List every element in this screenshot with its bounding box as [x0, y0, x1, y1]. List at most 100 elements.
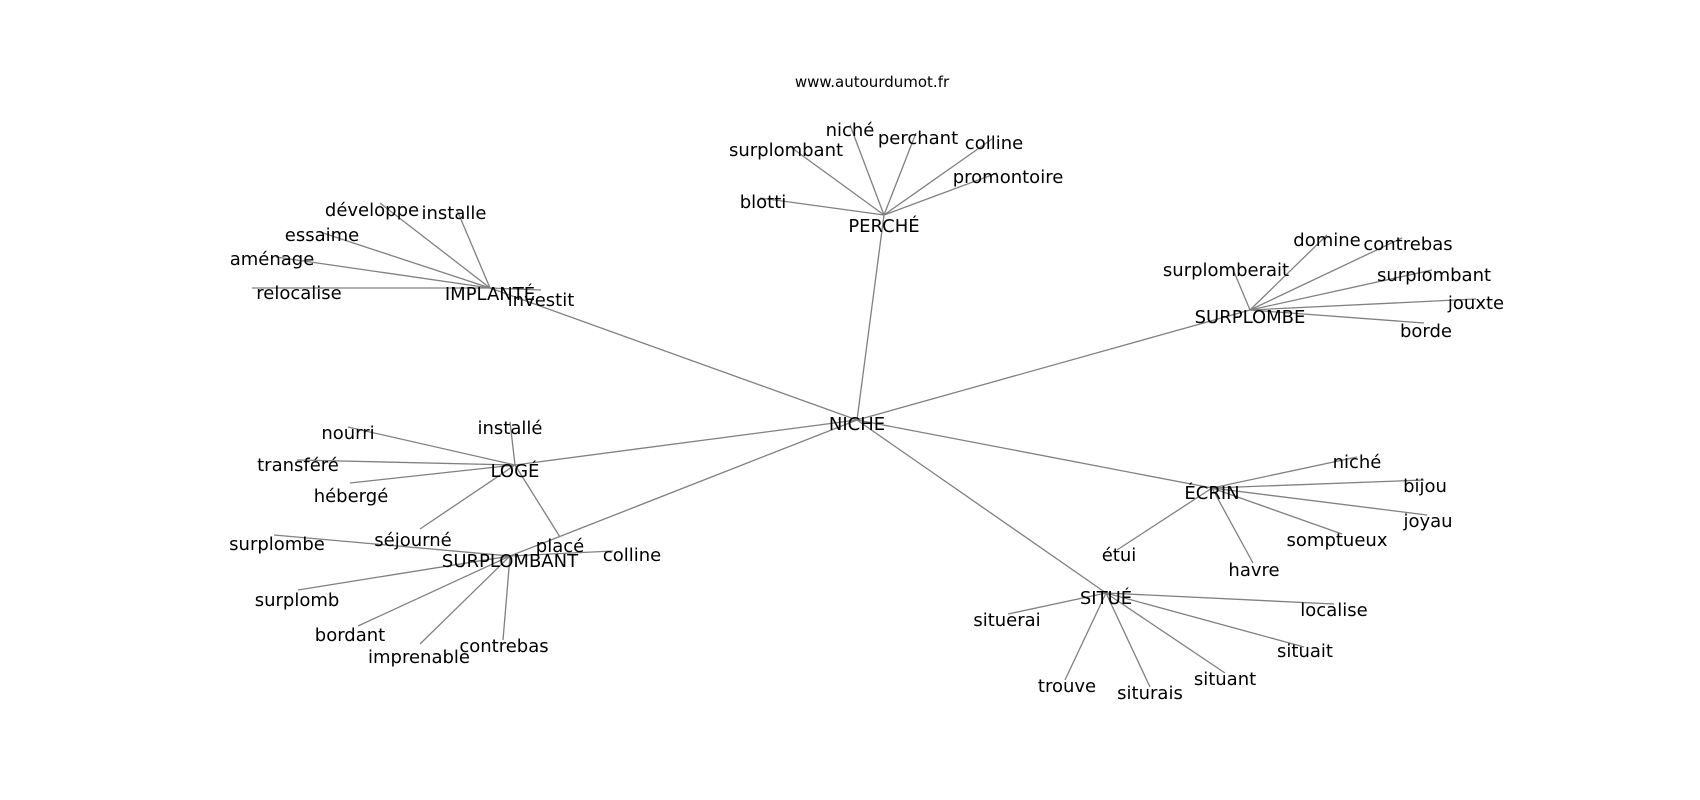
word-node-borde[interactable]: borde: [1400, 321, 1452, 342]
edge-situe-situait: [1105, 592, 1305, 648]
word-node-etui[interactable]: étui: [1102, 545, 1137, 566]
word-node-somptueux[interactable]: somptueux: [1287, 530, 1388, 551]
edge-root-situe: [856, 419, 1107, 594]
edge-perche-colline: [883, 138, 993, 216]
edge-loge-place: [514, 464, 561, 538]
edge-root-surplombe: [856, 309, 1251, 421]
edge-implante-developpe: [379, 202, 491, 289]
word-node-situant[interactable]: situant: [1194, 669, 1256, 690]
word-node-niche[interactable]: niché: [826, 120, 875, 141]
edge-implante-amenage: [275, 256, 491, 289]
edge-surplombe-domine: [1249, 234, 1328, 311]
word-node-siturais[interactable]: siturais: [1117, 683, 1183, 704]
edge-surplombant-contrebas: [502, 555, 511, 641]
word-node-colline[interactable]: colline: [603, 545, 661, 566]
edge-surplombe-jouxte: [1249, 298, 1477, 311]
edge-surplombant-bordant: [357, 555, 511, 627]
word-node-heberge[interactable]: hébergé: [314, 486, 389, 507]
hub-node-situe[interactable]: SITUÉ: [1080, 587, 1132, 609]
edge-surplombant-colline: [509, 550, 614, 557]
edge-ecrin-niche: [1211, 456, 1358, 489]
edge-perche-surplombant: [791, 147, 885, 216]
word-node-localise[interactable]: localise: [1300, 600, 1367, 621]
edge-root-loge: [514, 419, 858, 466]
word-node-niche[interactable]: niché: [1333, 452, 1382, 473]
edge-surplombant-imprenable: [419, 555, 511, 645]
edge-situe-trouve: [1064, 592, 1107, 681]
edge-surplombe-surplomberait: [1231, 266, 1251, 311]
edge-root-implante: [489, 287, 858, 421]
edge-situe-localise: [1105, 592, 1335, 605]
graph-edges: [252, 124, 1477, 688]
edge-surplombe-contrebas: [1249, 237, 1403, 311]
edge-perche-perchant: [883, 132, 917, 216]
edge-situe-situerai: [1007, 592, 1107, 615]
word-node-place[interactable]: placé: [536, 536, 584, 557]
edge-surplombant-surplomb: [297, 555, 511, 591]
word-node-surplombant[interactable]: surplombant: [1377, 265, 1491, 286]
edge-root-perche: [856, 214, 885, 421]
word-node-imprenable[interactable]: imprenable: [368, 647, 470, 668]
site-watermark: www.autourdumot.fr: [795, 73, 950, 91]
edge-surplombant-surplombe: [273, 534, 511, 557]
hub-node-surplombe[interactable]: SURPLOMBE: [1195, 307, 1306, 328]
word-node-joyau[interactable]: joyau: [1402, 511, 1452, 532]
edge-implante-investit: [489, 287, 542, 291]
edge-ecrin-etui: [1116, 487, 1213, 551]
word-node-domine[interactable]: domine: [1293, 230, 1360, 251]
word-node-bijou[interactable]: bijou: [1403, 476, 1447, 497]
word-node-perchant[interactable]: perchant: [878, 128, 958, 149]
edge-loge-installe: [509, 421, 516, 466]
hub-node-loge[interactable]: LOGÉ: [491, 460, 540, 482]
word-node-installe[interactable]: installé: [478, 418, 543, 439]
edge-situe-siturais: [1105, 592, 1151, 688]
edge-root-surplombant: [509, 419, 858, 557]
hub-node-perche[interactable]: PERCHÉ: [848, 215, 919, 237]
edge-ecrin-bijou: [1211, 479, 1425, 489]
word-node-situait[interactable]: situait: [1277, 641, 1333, 662]
edge-ecrin-joyau: [1211, 487, 1428, 516]
root-node-niche[interactable]: NICHE: [829, 414, 885, 435]
hub-node-implante[interactable]: IMPLANTÉ: [445, 283, 535, 305]
word-node-jouxte[interactable]: jouxte: [1447, 293, 1504, 314]
word-node-havre[interactable]: havre: [1228, 560, 1279, 581]
hub-node-ecrin[interactable]: ÉCRIN: [1184, 482, 1239, 504]
word-node-nourri[interactable]: nourri: [321, 423, 374, 444]
edge-surplombe-borde: [1249, 309, 1425, 324]
word-node-essaime[interactable]: essaime: [285, 225, 359, 246]
word-node-investit[interactable]: investit: [508, 290, 575, 311]
edge-perche-niche: [849, 124, 885, 216]
word-node-developpe[interactable]: développe: [325, 200, 419, 221]
word-node-transfere[interactable]: transféré: [257, 455, 339, 476]
edge-loge-sejourne: [419, 464, 516, 530]
edge-root-ecrin: [856, 419, 1213, 489]
word-node-situerai[interactable]: situerai: [973, 610, 1040, 631]
word-node-sejourne[interactable]: séjourné: [374, 530, 451, 551]
hub-node-surplombant[interactable]: SURPLOMBANT: [442, 551, 579, 572]
word-node-relocalise[interactable]: relocalise: [256, 283, 341, 304]
edge-situe-situant: [1105, 592, 1226, 674]
edge-perche-blotti: [759, 197, 885, 216]
edge-loge-transfere: [296, 459, 516, 466]
word-node-amenage[interactable]: aménage: [230, 249, 315, 270]
word-node-bordant[interactable]: bordant: [315, 625, 385, 646]
word-node-blotti[interactable]: blotti: [740, 192, 787, 213]
word-node-surplombe[interactable]: surplombe: [229, 534, 325, 555]
word-node-trouve[interactable]: trouve: [1038, 676, 1096, 697]
word-node-surplombant[interactable]: surplombant: [729, 140, 843, 161]
word-node-surplomb[interactable]: surplomb: [255, 590, 340, 611]
word-node-contrebas[interactable]: contrebas: [459, 636, 548, 657]
edge-ecrin-havre: [1211, 487, 1254, 564]
word-node-surplomberait[interactable]: surplomberait: [1163, 260, 1289, 281]
edge-surplombe-surplombant: [1249, 269, 1433, 311]
word-node-installe[interactable]: installe: [422, 203, 487, 224]
word-node-colline[interactable]: colline: [965, 133, 1023, 154]
edge-implante-essaime: [319, 231, 491, 289]
edge-implante-installe: [456, 209, 491, 289]
edge-loge-heberge: [349, 464, 516, 484]
edge-ecrin-somptueux: [1211, 487, 1343, 535]
word-node-promontoire[interactable]: promontoire: [953, 167, 1064, 188]
word-node-contrebas[interactable]: contrebas: [1363, 234, 1452, 255]
